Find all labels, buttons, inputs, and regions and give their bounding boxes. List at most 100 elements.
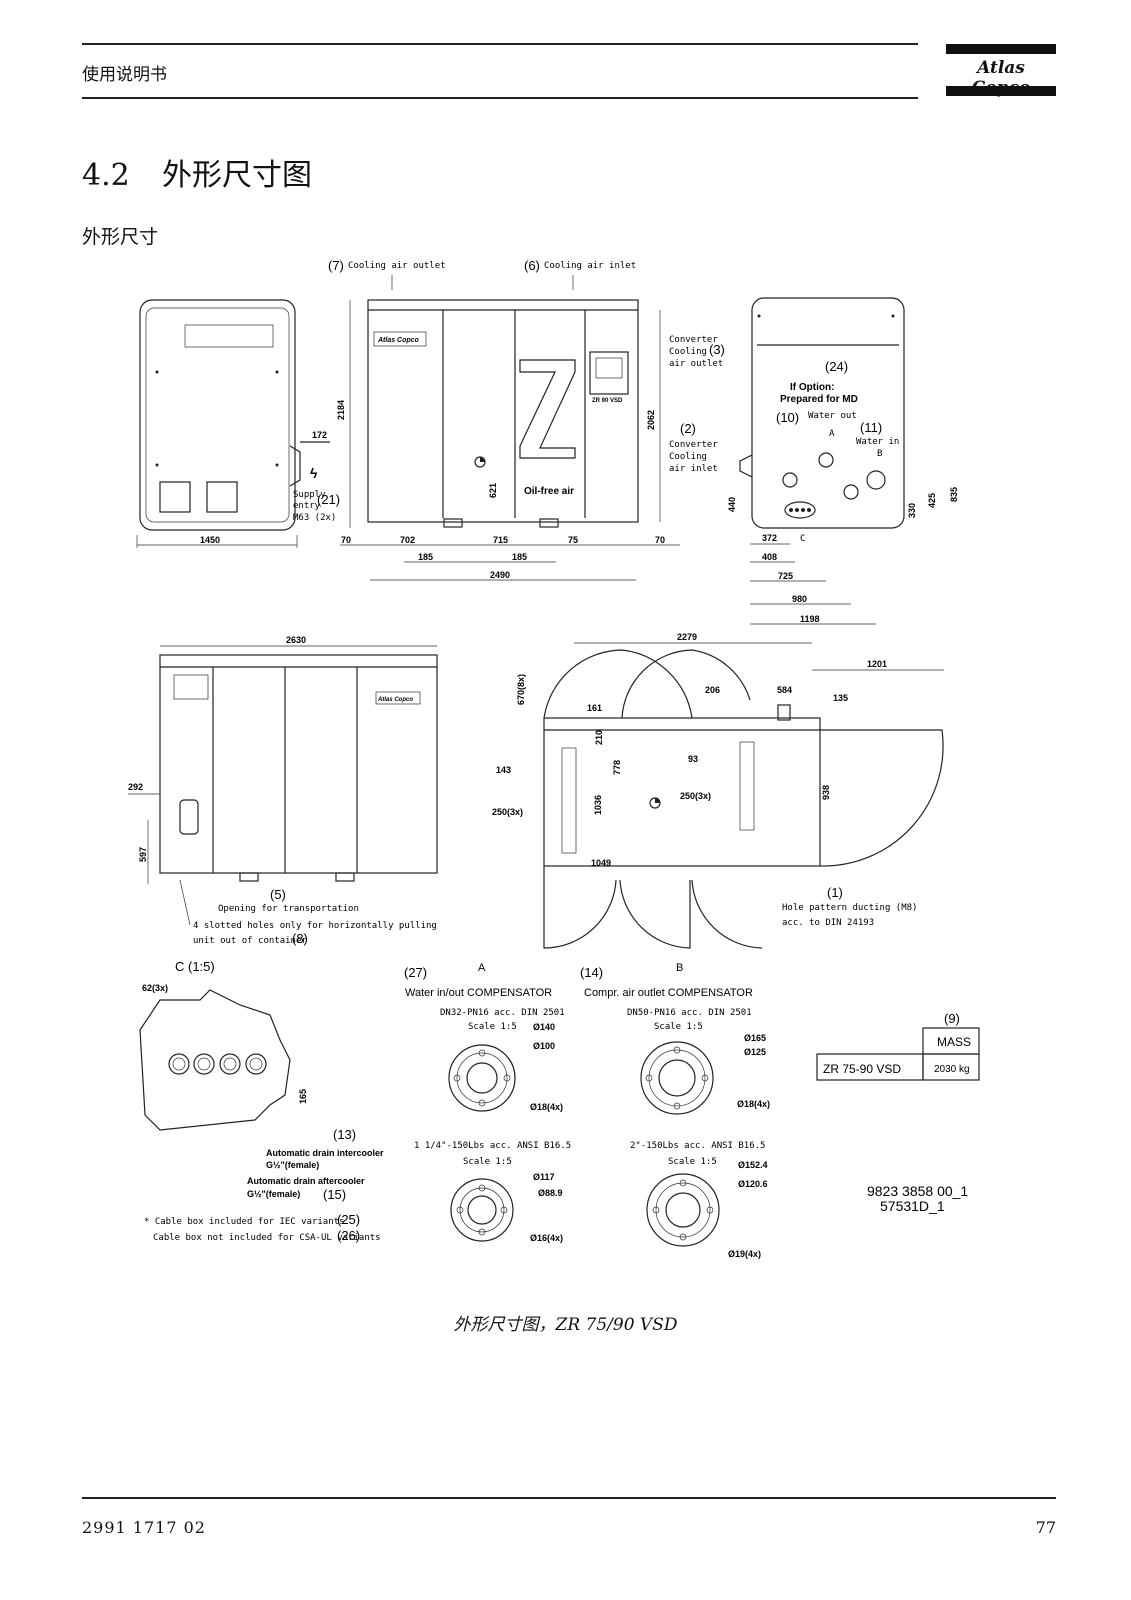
header-title: 使用说明书 xyxy=(82,65,167,85)
svg-text:Water in: Water in xyxy=(856,437,899,447)
svg-text:Water out: Water out xyxy=(808,411,857,421)
flange-details: (27) A Water in/out COMPENSATOR (14) B C… xyxy=(404,962,770,1259)
svg-text:62(3x): 62(3x) xyxy=(142,983,168,993)
side-view-right: (24) If Option: Prepared for MD (10) Wat… xyxy=(727,297,959,625)
svg-text:(3): (3) xyxy=(709,342,725,357)
svg-text:ZR 90 VSD: ZR 90 VSD xyxy=(592,398,623,404)
brand-logo: Atlas Copco xyxy=(946,44,1056,100)
svg-text:206: 206 xyxy=(705,685,720,695)
svg-text:G½"(female): G½"(female) xyxy=(247,1189,300,1199)
svg-text:Ø117: Ø117 xyxy=(533,1172,555,1182)
detail-c: C (1:5) 62(3x) 165 (13) Automatic drain … xyxy=(139,959,384,1243)
footer-doc-number: 2991 1717 02 xyxy=(82,1518,206,1537)
svg-text:1201: 1201 xyxy=(867,659,887,669)
svg-text:Hole pattern ducting (M8): Hole pattern ducting (M8) xyxy=(782,903,917,913)
lightning-icon: ϟ xyxy=(310,465,318,481)
svg-text:(15): (15) xyxy=(323,1187,346,1202)
svg-text:185: 185 xyxy=(512,552,527,562)
svg-text:4 slotted holes only for horiz: 4 slotted holes only for horizontally pu… xyxy=(193,921,437,931)
svg-text:1 1/4"-150Lbs acc. ANSI B16.5: 1 1/4"-150Lbs acc. ANSI B16.5 xyxy=(414,1141,571,1151)
svg-text:MASS: MASS xyxy=(937,1035,971,1049)
svg-text:(11): (11) xyxy=(860,420,882,435)
svg-text:(13): (13) xyxy=(333,1127,356,1142)
svg-text:acc. to DIN 24193: acc. to DIN 24193 xyxy=(782,918,874,928)
svg-text:938: 938 xyxy=(821,785,831,800)
svg-text:Scale 1:5: Scale 1:5 xyxy=(463,1157,512,1167)
svg-text:408: 408 xyxy=(762,552,777,562)
svg-text:Automatic drain intercooler: Automatic drain intercooler xyxy=(266,1148,384,1158)
svg-text:(9): (9) xyxy=(944,1011,960,1026)
svg-text:If Option:: If Option: xyxy=(790,382,834,393)
svg-text:(6): (6) xyxy=(524,258,540,273)
svg-text:Ø88.9: Ø88.9 xyxy=(538,1188,563,1198)
svg-text:Ø18(4x): Ø18(4x) xyxy=(737,1099,770,1109)
svg-text:Ø120.6: Ø120.6 xyxy=(738,1179,768,1189)
svg-text:Atlas Copco: Atlas Copco xyxy=(377,337,420,344)
svg-text:250(3x): 250(3x) xyxy=(680,791,711,801)
svg-text:93: 93 xyxy=(688,754,698,764)
svg-text:(10): (10) xyxy=(776,410,799,425)
svg-text:597: 597 xyxy=(138,847,148,862)
svg-text:250(3x): 250(3x) xyxy=(492,807,523,817)
svg-text:778: 778 xyxy=(612,760,622,775)
figure-caption: 外形尺寸图，ZR 75/90 VSD xyxy=(453,1315,678,1335)
drawing-number-2: 57531D_1 xyxy=(880,1198,945,1214)
svg-text:Ø140: Ø140 xyxy=(533,1022,555,1032)
svg-text:Ø152.4: Ø152.4 xyxy=(738,1160,768,1170)
svg-text:air outlet: air outlet xyxy=(669,359,723,369)
svg-text:Atlas Copco: Atlas Copco xyxy=(377,697,413,703)
vent-grille xyxy=(184,324,274,348)
svg-text:161: 161 xyxy=(587,703,602,713)
svg-text:Scale 1:5: Scale 1:5 xyxy=(654,1022,703,1032)
svg-text:185: 185 xyxy=(418,552,433,562)
svg-text:1036: 1036 xyxy=(593,795,603,815)
svg-text:C: C xyxy=(800,534,805,544)
svg-text:725: 725 xyxy=(778,571,793,581)
svg-text:715: 715 xyxy=(493,535,508,545)
top-view: 2279 1201 670(8x) 161 210 206 584 135 14… xyxy=(492,632,944,949)
svg-text:1049: 1049 xyxy=(591,858,611,868)
svg-text:DN32-PN16 acc. DIN 2501: DN32-PN16 acc. DIN 2501 xyxy=(440,1008,565,1018)
svg-text:Oil-free air: Oil-free air xyxy=(524,486,574,497)
svg-text:(27): (27) xyxy=(404,965,427,980)
svg-text:980: 980 xyxy=(792,594,807,604)
svg-text:M63 (2x): M63 (2x) xyxy=(293,513,336,523)
svg-text:2279: 2279 xyxy=(677,632,697,642)
svg-text:(2): (2) xyxy=(680,421,696,436)
svg-text:DN50-PN16 acc. DIN 2501: DN50-PN16 acc. DIN 2501 xyxy=(627,1008,752,1018)
svg-text:ZR 75-90 VSD: ZR 75-90 VSD xyxy=(823,1062,901,1076)
header-bottom-rule xyxy=(82,97,918,99)
drawing-number-1: 9823 3858 00_1 xyxy=(867,1183,968,1199)
svg-text:Ø19(4x): Ø19(4x) xyxy=(728,1249,761,1259)
svg-text:2030 kg: 2030 kg xyxy=(934,1064,970,1075)
svg-text:Compr. air outlet COMPENSATOR: Compr. air outlet COMPENSATOR xyxy=(584,987,753,999)
svg-text:A: A xyxy=(478,962,486,974)
svg-text:2490: 2490 xyxy=(490,570,510,580)
subheading: 外形尺寸 xyxy=(82,226,159,248)
svg-text:2630: 2630 xyxy=(286,635,306,645)
side-view-left: 172 ϟ Supply entry M63 (2x) (21) 1450 xyxy=(136,299,340,548)
svg-text:Prepared for MD: Prepared for MD xyxy=(780,394,858,405)
svg-text:621: 621 xyxy=(488,483,498,498)
svg-text:835: 835 xyxy=(949,487,959,502)
mass-table: (9) MASS ZR 75-90 VSD 2030 kg xyxy=(816,1011,980,1081)
svg-text:Ø16(4x): Ø16(4x) xyxy=(530,1233,563,1243)
svg-text:Cooling: Cooling xyxy=(669,452,707,462)
svg-text:(21): (21) xyxy=(317,492,340,507)
svg-text:A: A xyxy=(829,429,835,439)
svg-text:330: 330 xyxy=(907,503,917,518)
footer-page-number: 77 xyxy=(1035,1518,1056,1537)
dim-172: 172 xyxy=(312,430,327,440)
dim-1450: 1450 xyxy=(200,535,220,545)
svg-text:Supply: Supply xyxy=(293,490,326,500)
svg-text:670(8x): 670(8x) xyxy=(516,674,526,705)
svg-text:(8): (8) xyxy=(292,931,308,946)
svg-text:(24): (24) xyxy=(825,359,848,374)
svg-text:Scale 1:5: Scale 1:5 xyxy=(668,1157,717,1167)
svg-text:entry: entry xyxy=(293,501,321,511)
svg-text:2062: 2062 xyxy=(646,410,656,430)
svg-text:B: B xyxy=(877,449,882,459)
svg-text:Ø165: Ø165 xyxy=(744,1033,766,1043)
svg-text:Cooling: Cooling xyxy=(669,347,707,357)
